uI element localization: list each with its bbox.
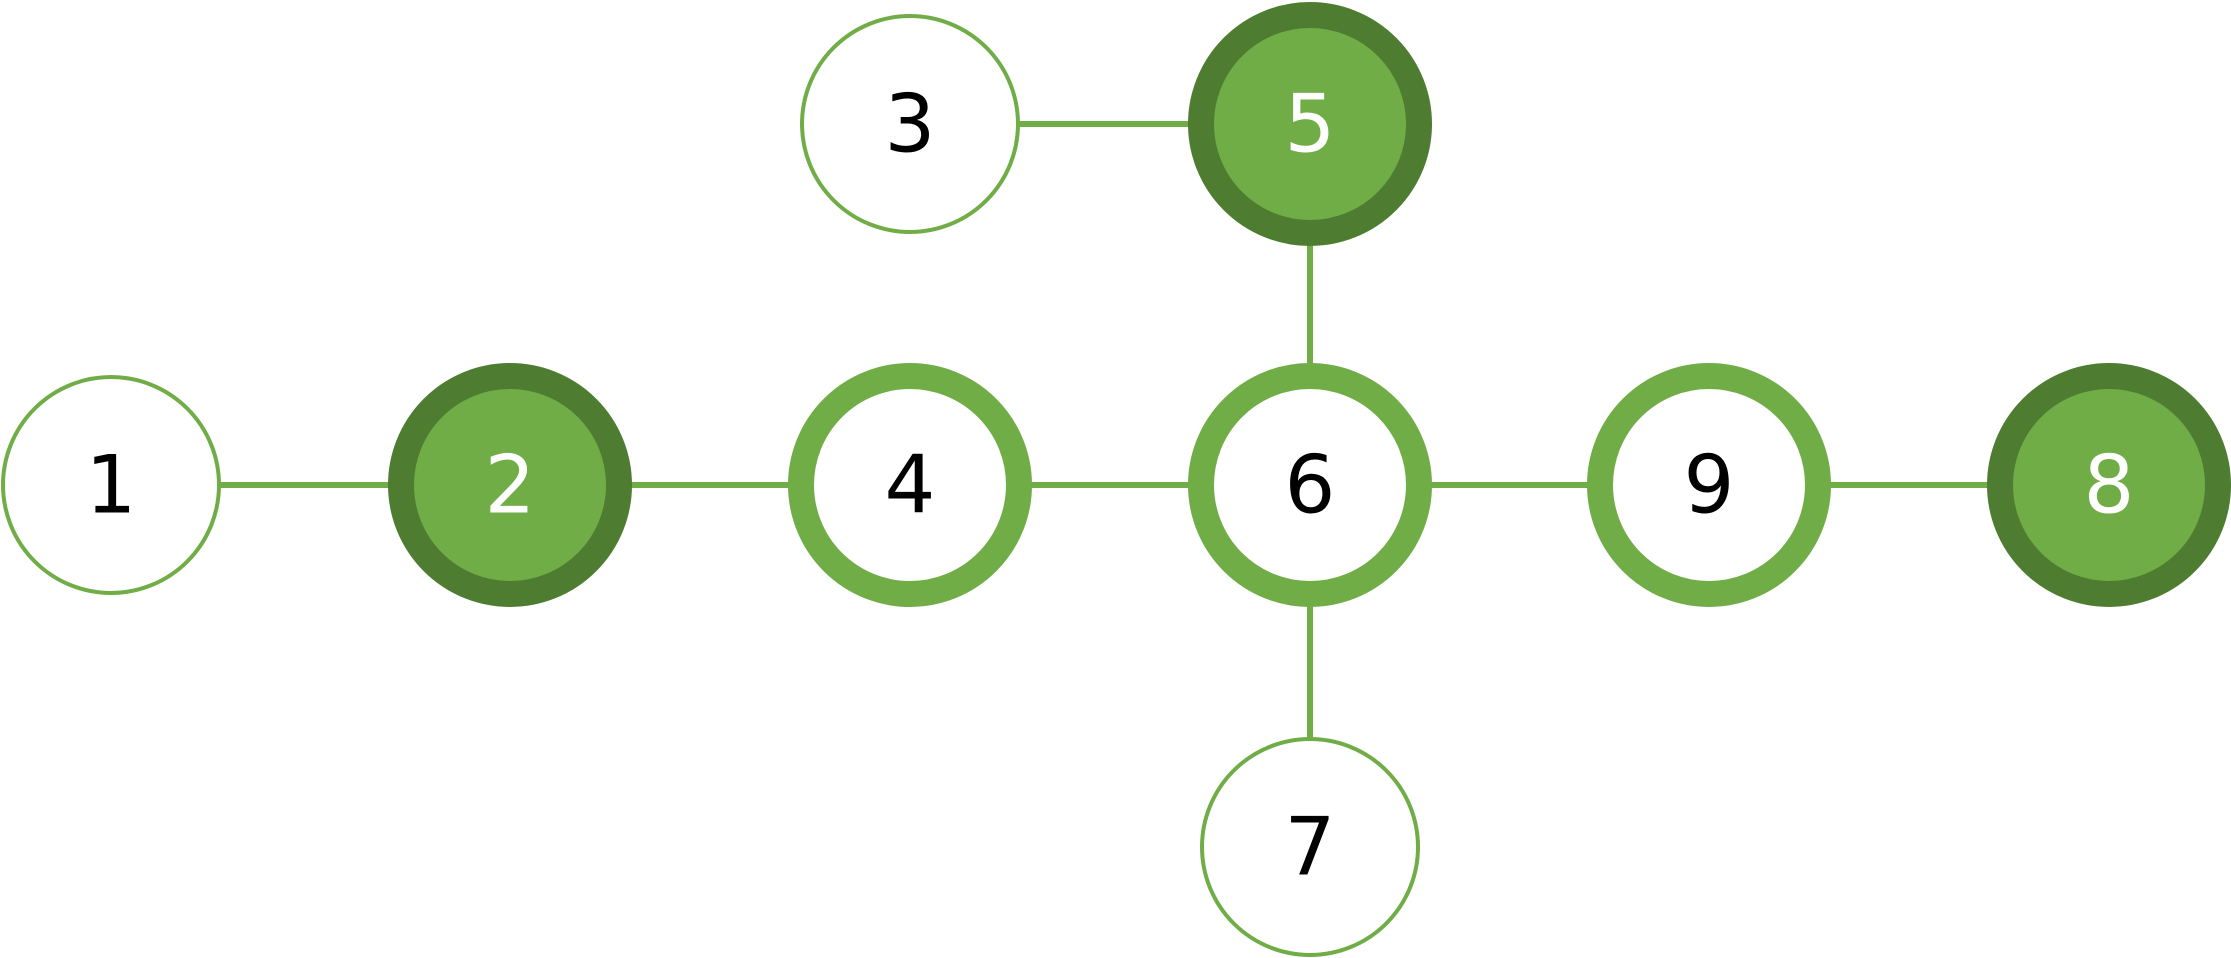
node-2: 2: [388, 363, 632, 607]
node-3: 3: [800, 14, 1020, 234]
node-4: 4: [788, 363, 1032, 607]
node-3-circle: [800, 14, 1020, 234]
node-2-label: 2: [485, 439, 536, 532]
node-7-circle: [1200, 737, 1420, 957]
node-8-circle: [1987, 363, 2231, 607]
node-5: 5: [1188, 2, 1432, 246]
node-9: 9: [1587, 363, 1831, 607]
node-1-circle: [1, 375, 221, 595]
node-7: 7: [1200, 737, 1420, 957]
node-1-label: 1: [86, 439, 137, 532]
node-5-label: 5: [1285, 78, 1336, 171]
node-4-circle: [788, 363, 1032, 607]
node-3-label: 3: [885, 78, 936, 171]
node-8-label: 8: [2084, 439, 2135, 532]
node-9-label: 9: [1684, 439, 1735, 532]
node-4-label: 4: [885, 439, 936, 532]
node-6-label: 6: [1285, 439, 1336, 532]
node-1: 1: [1, 375, 221, 595]
node-6: 6: [1188, 363, 1432, 607]
node-6-circle: [1188, 363, 1432, 607]
node-8: 8: [1987, 363, 2231, 607]
node-7-label: 7: [1285, 801, 1336, 894]
node-5-circle: [1188, 2, 1432, 246]
node-9-circle: [1587, 363, 1831, 607]
node-2-circle: [388, 363, 632, 607]
